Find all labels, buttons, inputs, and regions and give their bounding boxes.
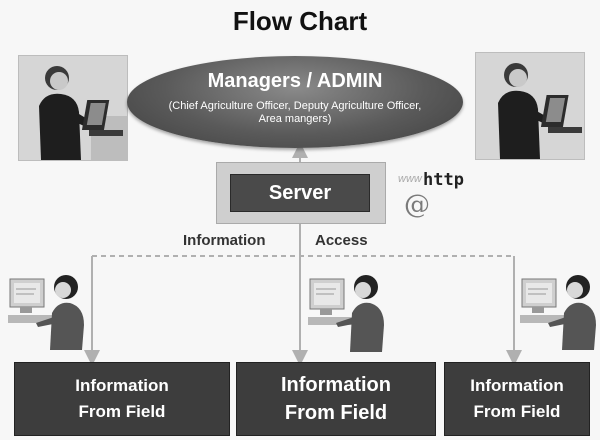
field-box-line2: From Field xyxy=(284,402,388,424)
server-label: Server xyxy=(268,181,332,204)
access-label: Access xyxy=(315,232,368,249)
managers-admin-node: Managers / ADMIN (Chief Agriculture Offi… xyxy=(127,56,463,148)
managers-subtitle: (Chief Agriculture Officer, Deputy Agric… xyxy=(168,100,422,125)
field-box-line1: Information xyxy=(75,376,169,395)
woman-at-computer-icon xyxy=(308,275,384,352)
at-sign-icon: @ xyxy=(404,190,430,220)
managers-title: Managers / ADMIN xyxy=(207,70,383,92)
diagram-title: Flow Chart xyxy=(232,6,368,36)
server-node: Server xyxy=(230,174,370,212)
www-text: www xyxy=(398,173,422,185)
field-box-line2: From Field xyxy=(473,402,561,421)
field-box-line1: Information xyxy=(470,376,564,395)
http-text: http xyxy=(423,170,464,190)
woman-at-laptop-icon xyxy=(19,56,127,160)
field-box-line2: From Field xyxy=(78,402,166,421)
woman-at-computer-icon xyxy=(520,275,596,350)
field-user-left xyxy=(6,265,88,350)
field-box-left: Information From Field xyxy=(14,362,230,436)
woman-at-computer-icon xyxy=(8,275,84,350)
field-box-center: Information From Field xyxy=(236,362,436,436)
information-label: Information xyxy=(183,232,266,249)
field-user-center xyxy=(306,267,388,352)
field-user-right xyxy=(518,265,600,350)
field-box-right: Information From Field xyxy=(444,362,590,436)
field-box-line1: Information xyxy=(281,374,391,396)
woman-at-laptop-icon xyxy=(476,53,584,159)
manager-photo-right xyxy=(475,52,585,160)
manager-photo-left xyxy=(18,55,128,161)
